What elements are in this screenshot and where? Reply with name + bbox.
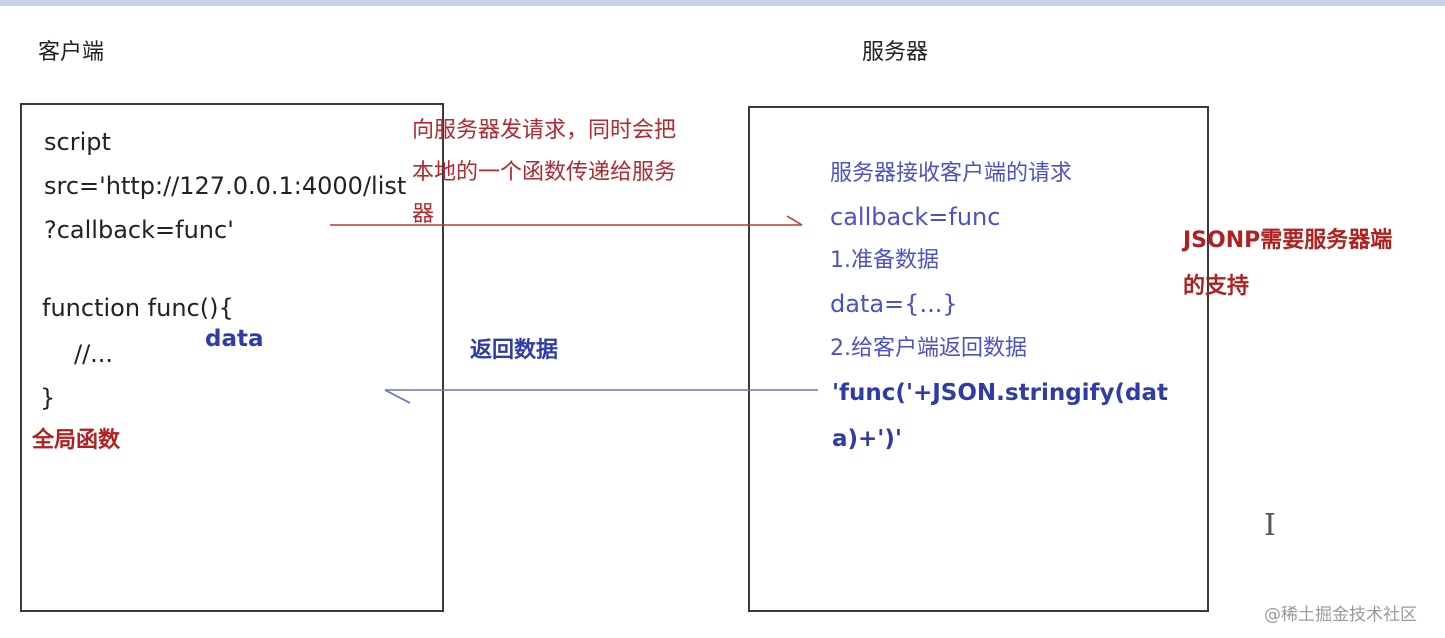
server-line-callback: callback=func — [830, 203, 1001, 231]
client-box — [20, 103, 444, 612]
server-line-return: 2.给客户端返回数据 — [830, 336, 1027, 361]
request-note-line-3: 器 — [412, 202, 435, 227]
request-note-line-1: 向服务器发请求，同时会把 — [412, 118, 677, 143]
server-heading: 服务器 — [862, 40, 929, 65]
server-line-data: data={...} — [830, 290, 958, 318]
server-code-line-2: a)+')' — [832, 426, 902, 452]
code-line-src: src='http://127.0.0.1:4000/list — [44, 172, 407, 200]
request-note-line-2: 本地的一个函数传递给服务 — [412, 160, 677, 185]
client-heading: 客户端 — [38, 40, 105, 65]
code-line-function: function func(){ — [42, 294, 234, 322]
top-band — [0, 0, 1445, 6]
response-note: 返回数据 — [470, 338, 559, 363]
code-line-callback: ?callback=func' — [44, 216, 234, 244]
server-line-prepare: 1.准备数据 — [830, 248, 939, 273]
server-box — [748, 106, 1209, 612]
code-line-close-brace: } — [40, 384, 56, 412]
side-note-line-1: JSONP需要服务器端 — [1183, 228, 1393, 253]
server-line-receive: 服务器接收客户端的请求 — [830, 161, 1073, 186]
code-line-script: script — [44, 128, 111, 156]
code-line-comment: //... — [74, 340, 114, 368]
request-arrow — [330, 215, 803, 226]
server-code-line-1: 'func('+JSON.stringify(dat — [832, 380, 1169, 406]
side-note-line-2: 的支持 — [1183, 274, 1250, 299]
data-label: data — [205, 326, 264, 352]
text-cursor-icon: I — [1264, 508, 1276, 543]
response-arrow — [384, 389, 818, 404]
global-function-label: 全局函数 — [32, 428, 121, 453]
watermark: @稀土掘金技术社区 — [1264, 605, 1417, 625]
